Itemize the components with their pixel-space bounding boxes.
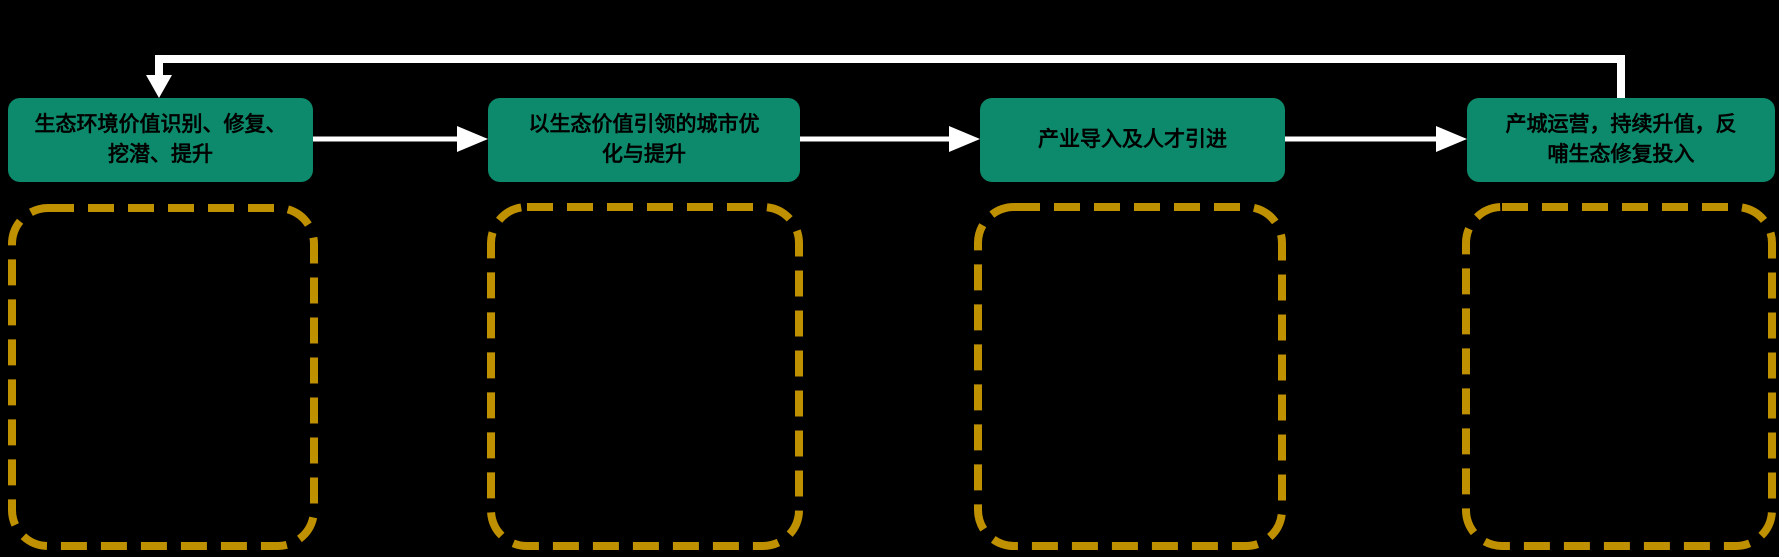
- placeholder-box-3: [974, 203, 1286, 550]
- placeholder-box-4: [1462, 203, 1776, 550]
- stage-2-label: 以生态价值引领的城市优 化与提升: [528, 113, 760, 166]
- stage-4-label: 产城运营，持续升值，反 哺生态修复投入: [1505, 113, 1737, 166]
- stage-box-4: 产城运营，持续升值，反 哺生态修复投入: [1467, 98, 1775, 182]
- stage-3-label: 产业导入及人才引进: [1038, 128, 1227, 152]
- stage-1-label: 生态环境价值识别、修复、 挖潜、提升: [34, 113, 287, 166]
- feedback-arrow-stage4-to-stage1: [146, 55, 1625, 98]
- stage-box-3: 产业导入及人才引进: [980, 98, 1285, 182]
- placeholder-box-1: [8, 204, 318, 550]
- arrow-stage1-to-stage2: [313, 126, 488, 152]
- placeholder-box-2: [487, 203, 803, 550]
- arrow-stage2-to-stage3: [800, 126, 980, 152]
- stage-box-1: 生态环境价值识别、修复、 挖潜、提升: [8, 98, 313, 182]
- arrow-stage3-to-stage4: [1285, 126, 1467, 152]
- stage-box-2: 以生态价值引领的城市优 化与提升: [488, 98, 800, 182]
